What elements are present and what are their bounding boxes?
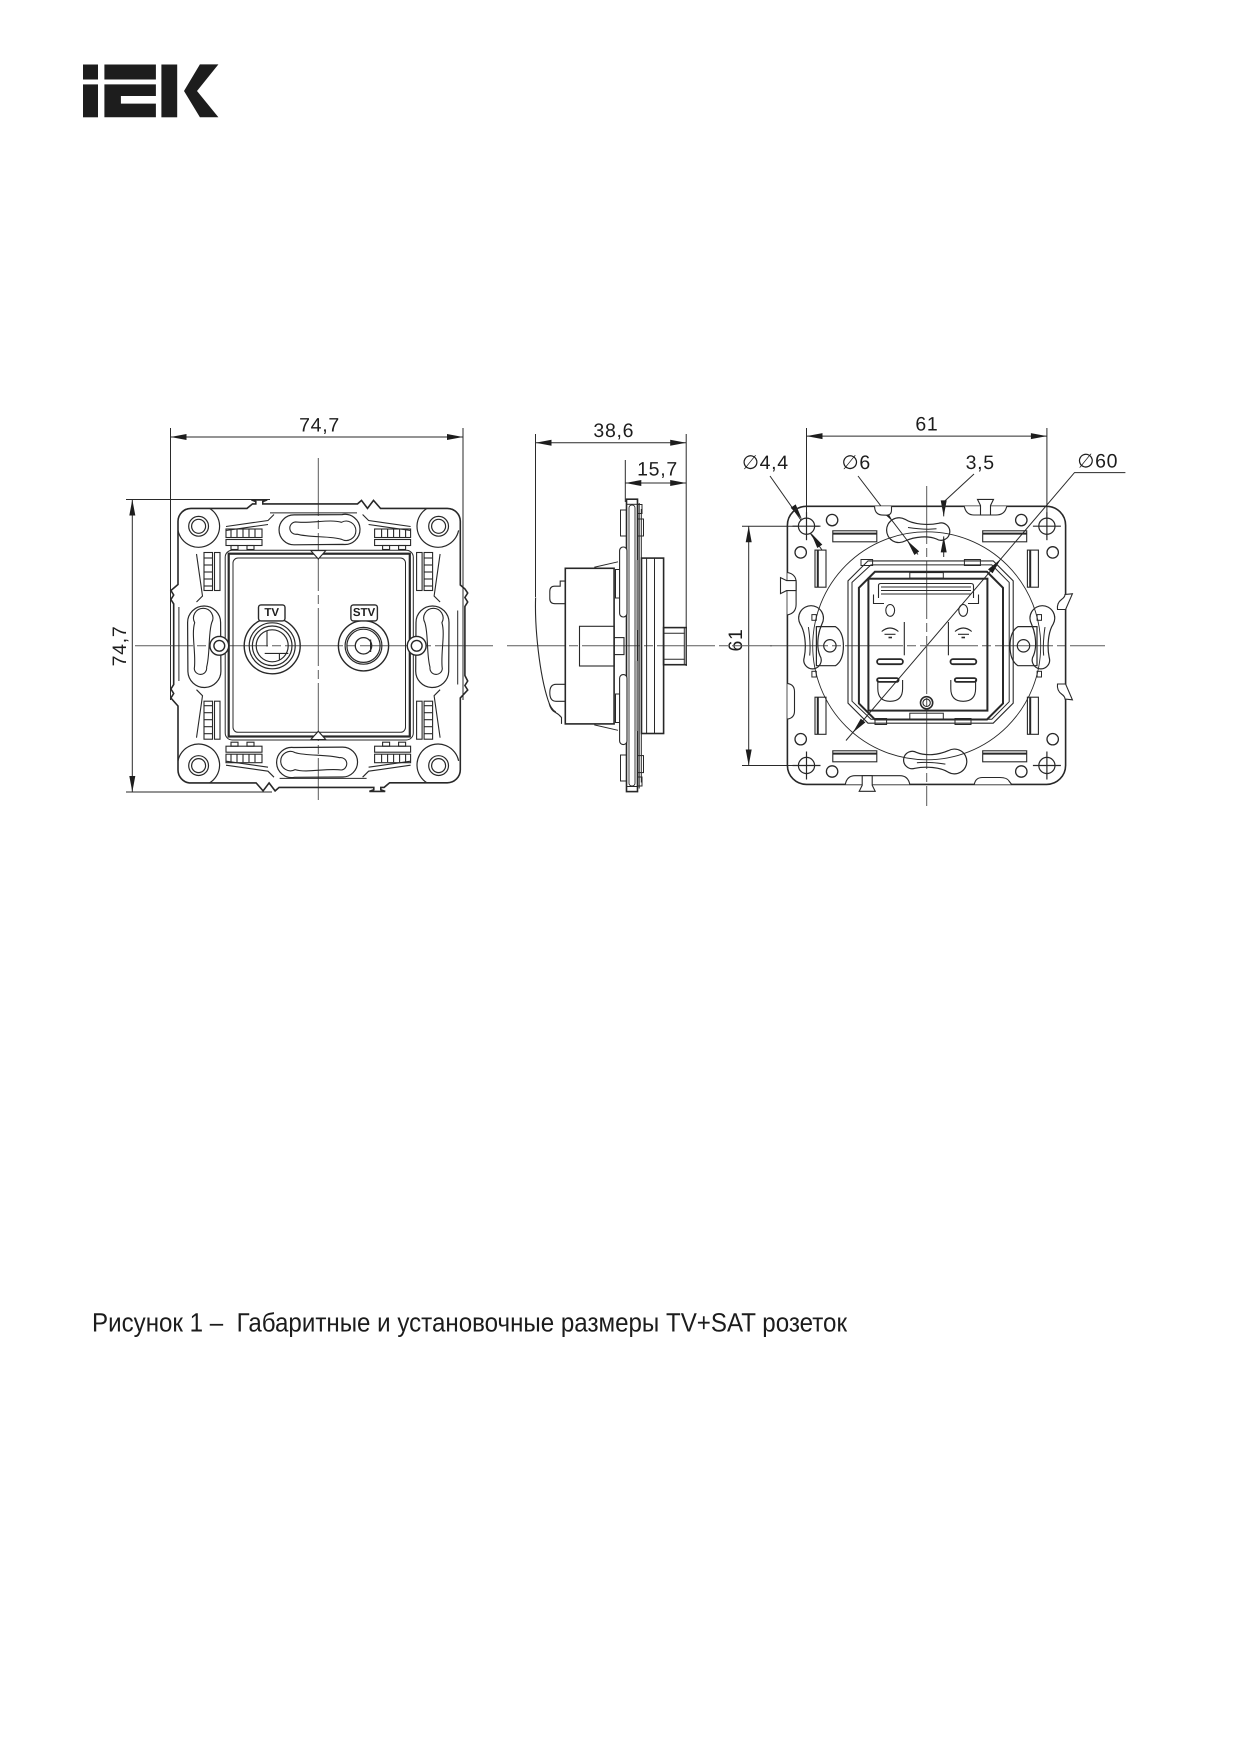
svg-text:∅60: ∅60	[1077, 451, 1118, 473]
svg-text:61: 61	[725, 628, 747, 651]
svg-text:STV: STV	[353, 607, 376, 619]
svg-text:∅4,4: ∅4,4	[742, 452, 789, 474]
svg-text:Рисунок 1 – Габаритные и уста: Рисунок 1 – Габаритные и установочные ра…	[92, 1308, 847, 1338]
svg-text:15,7: 15,7	[637, 459, 678, 481]
svg-text:61: 61	[915, 414, 938, 436]
svg-text:74,7: 74,7	[109, 626, 131, 667]
svg-text:TV: TV	[264, 607, 279, 619]
svg-text:38,6: 38,6	[593, 420, 634, 442]
svg-text:∅6: ∅6	[842, 452, 871, 474]
svg-text:74,7: 74,7	[299, 415, 340, 437]
svg-text:3,5: 3,5	[966, 452, 995, 474]
